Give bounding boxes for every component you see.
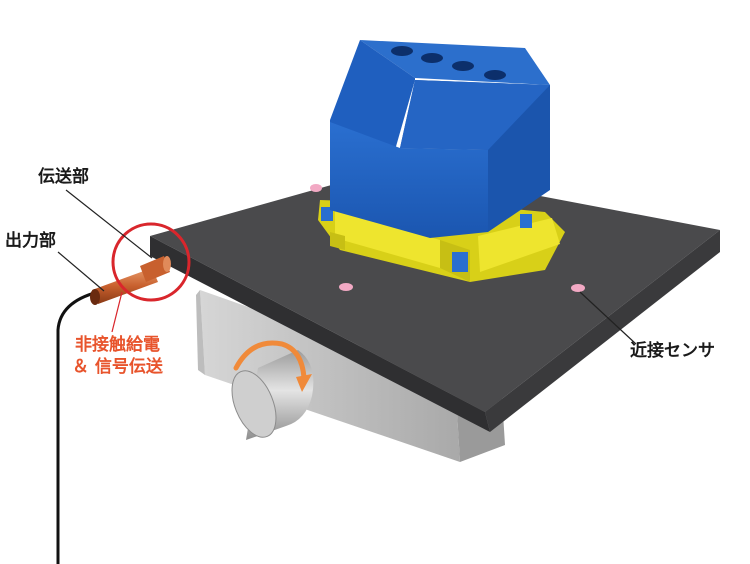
sensor-dot (339, 283, 353, 291)
clamp-pad (520, 214, 532, 228)
block-holes (391, 46, 506, 80)
sensor-dot (571, 284, 585, 292)
label-contactless-note: 非接触給電 ＆ 信号伝送 (72, 335, 163, 377)
cable (56, 290, 99, 564)
clamp-pad (321, 207, 333, 221)
rotary-shaft (231, 350, 314, 440)
label-contactless-line2: ＆ 信号伝送 (72, 356, 163, 377)
rotation-arrow-icon (233, 340, 312, 392)
sensor-dot (310, 184, 322, 192)
clamp-pad (452, 252, 468, 272)
workpiece-block (330, 40, 550, 238)
label-proximity-sensor: 近接センサ (630, 341, 715, 361)
sensor-markers (310, 184, 585, 292)
connector (90, 256, 171, 305)
label-contactless-line1: 非接触給電 (74, 335, 160, 355)
leader-lines (57, 189, 637, 345)
label-output-part: 出力部 (5, 231, 56, 251)
pallet-plate (150, 168, 720, 432)
highlight-circle (111, 222, 191, 302)
label-transfer-part: 伝送部 (38, 167, 89, 187)
